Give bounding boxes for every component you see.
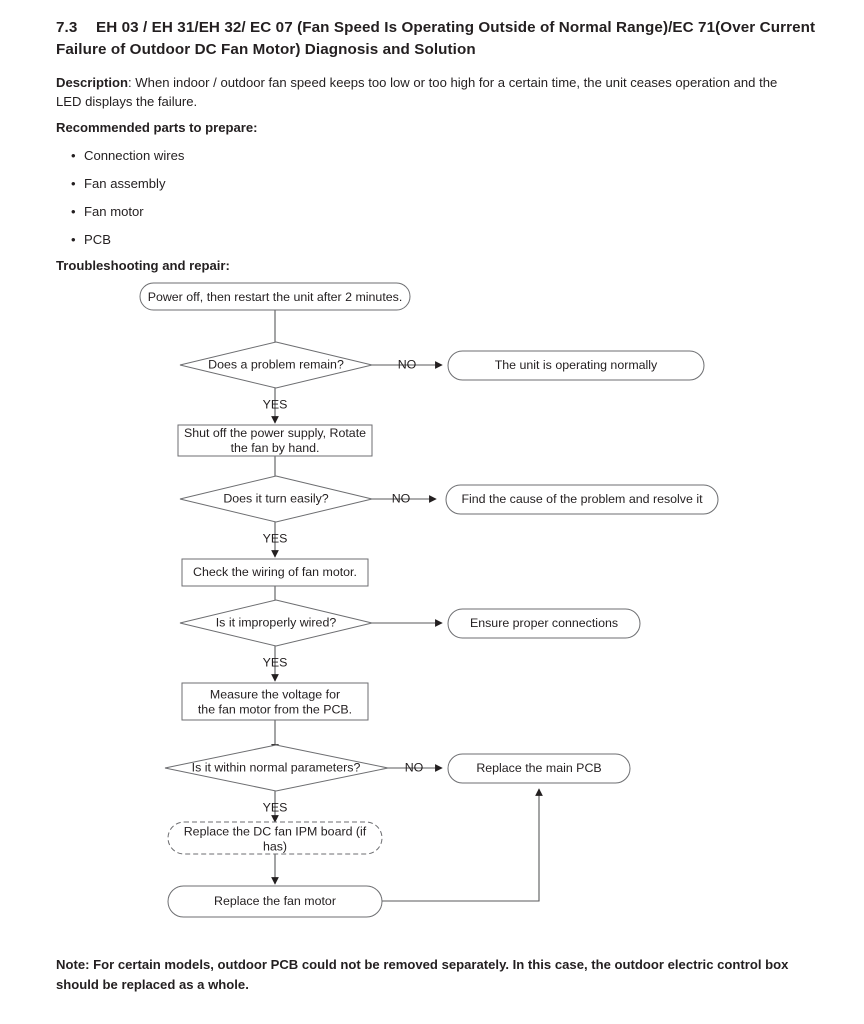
- bullet-icon: •: [71, 204, 76, 219]
- flow-node-decision-problem-remain: Does a problem remain?: [179, 341, 373, 389]
- flow-node-measure-voltage: Measure the voltage for the fan motor fr…: [181, 682, 369, 721]
- edge-label-yes: YES: [263, 397, 288, 411]
- flow-node-label-line2: the fan by hand.: [231, 441, 320, 455]
- flow-node-find-cause: Find the cause of the problem and resolv…: [445, 484, 719, 515]
- recommended-parts-list: • Connection wires • Fan assembly • Fan mot…: [56, 146, 184, 258]
- section-number: 7.3: [56, 19, 78, 36]
- list-item-label: PCB: [84, 232, 111, 247]
- flow-node-label: Replace the DC fan IPM board (if: [184, 824, 367, 838]
- list-item: • Connection wires: [56, 146, 184, 174]
- flow-node-operating-normally: The unit is operating normally: [447, 350, 705, 381]
- flow-node-decision-turn-easily: Does it turn easily?: [179, 475, 373, 523]
- list-item-label: Connection wires: [84, 148, 185, 163]
- edge-label-yes: YES: [263, 655, 288, 669]
- flow-node-label: Shut off the power supply, Rotate: [184, 426, 366, 440]
- flow-node-label-line2: has): [263, 839, 287, 853]
- list-item: • PCB: [56, 230, 184, 258]
- flow-node-start: Power off, then restart the unit after 2…: [139, 282, 411, 311]
- section-title-text: EH 03 / EH 31/EH 32/ EC 07 (Fan Speed Is…: [56, 19, 816, 58]
- list-item: • Fan assembly: [56, 174, 184, 202]
- recommended-parts-heading: Recommended parts to prepare:: [56, 120, 258, 135]
- bullet-icon: •: [71, 176, 76, 191]
- list-item-label: Fan motor: [84, 204, 144, 219]
- edge-label-no: NO: [398, 357, 417, 371]
- flow-node-replace-main-pcb: Replace the main PCB: [447, 753, 631, 784]
- edge-label-yes: YES: [263, 800, 288, 814]
- list-item: • Fan motor: [56, 202, 184, 230]
- flow-node-label: Is it within normal parameters?: [192, 760, 361, 774]
- flow-node-label: Measure the voltage for: [210, 687, 340, 701]
- flow-node-label: Power off, then restart the unit after 2…: [148, 290, 403, 304]
- flow-node-label: Does it turn easily?: [223, 491, 328, 505]
- description-label: Description: [56, 75, 129, 90]
- flow-node-label: Ensure proper connections: [470, 616, 618, 630]
- flow-node-check-wiring: Check the wiring of fan motor.: [181, 558, 369, 587]
- flow-node-label: Replace the main PCB: [476, 761, 601, 775]
- flow-node-replace-fan-motor: Replace the fan motor: [167, 885, 383, 918]
- footer-note: Note: For certain models, outdoor PCB co…: [56, 957, 789, 992]
- flow-node-label: The unit is operating normally: [495, 358, 658, 372]
- list-item-label: Fan assembly: [84, 176, 166, 191]
- flow-node-label: Check the wiring of fan motor.: [193, 565, 357, 579]
- bullet-icon: •: [71, 148, 76, 163]
- flow-node-ensure-connections: Ensure proper connections: [447, 608, 641, 639]
- flow-node-decision-improperly-wired: Is it improperly wired?: [179, 599, 373, 647]
- flow-node-shut-off-power: Shut off the power supply, Rotate the fa…: [177, 424, 373, 457]
- connector-fanmotor-to-mainpcb-loop: [382, 788, 543, 902]
- flow-node-label: Find the cause of the problem and resolv…: [461, 492, 703, 506]
- flow-node-label: Is it improperly wired?: [216, 615, 337, 629]
- flow-node-label: Does a problem remain?: [208, 357, 344, 371]
- description-body: : When indoor / outdoor fan speed keeps …: [56, 75, 778, 109]
- edge-label-yes: YES: [263, 531, 288, 545]
- flow-node-label: Replace the fan motor: [214, 894, 336, 908]
- description-paragraph: Description: When indoor / outdoor fan s…: [56, 74, 804, 112]
- edge-label-no: NO: [392, 491, 411, 505]
- bullet-icon: •: [71, 232, 76, 247]
- flow-node-label-line2: the fan motor from the PCB.: [198, 702, 352, 716]
- troubleshooting-flowchart: Power off, then restart the unit after 2…: [0, 270, 864, 930]
- flow-node-replace-ipm-board: Replace the DC fan IPM board (if has): [167, 821, 383, 855]
- edge-label-no: NO: [405, 760, 424, 774]
- troubleshooting-heading: Troubleshooting and repair:: [56, 258, 230, 273]
- flow-node-decision-normal-parameters: Is it within normal parameters?: [164, 744, 389, 792]
